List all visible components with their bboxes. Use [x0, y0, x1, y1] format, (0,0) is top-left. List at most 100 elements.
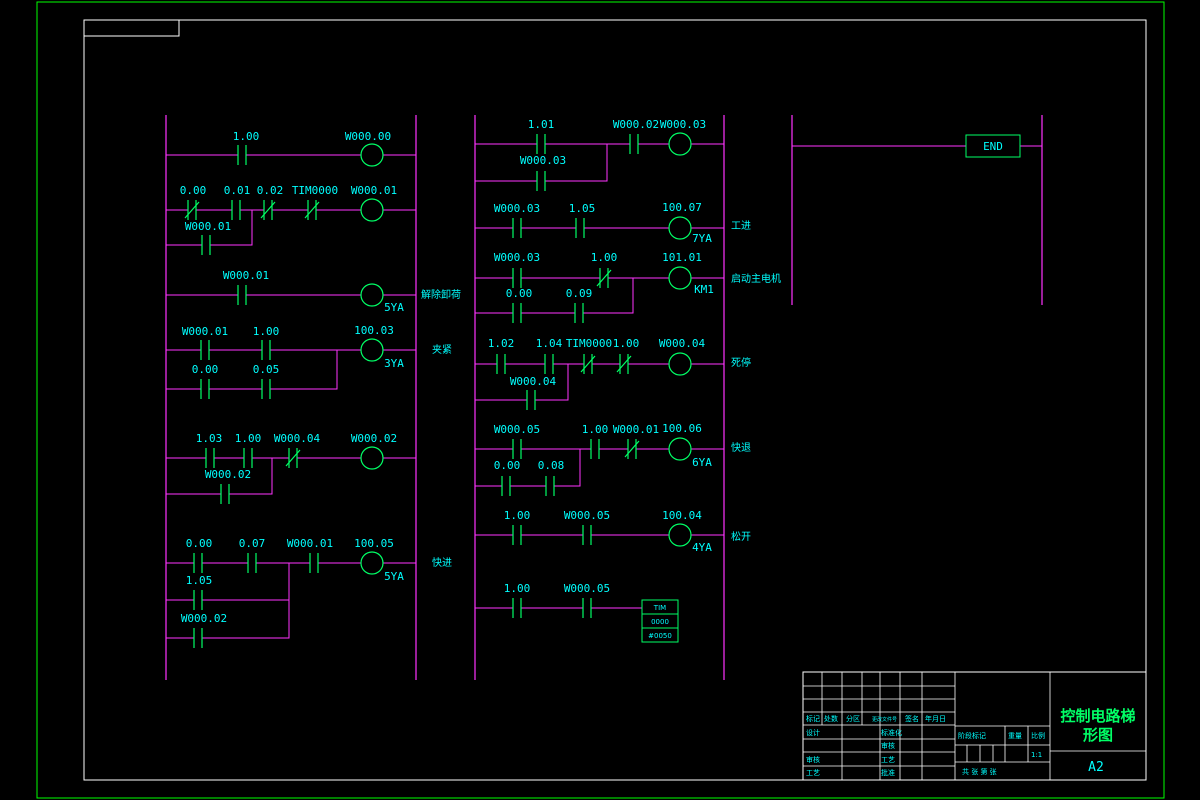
- outer-frame: [36, 1, 1165, 799]
- label-m2-c2: 1.05: [569, 202, 596, 215]
- output-coil: [668, 352, 692, 376]
- nc-contact: [580, 354, 596, 374]
- label-r4-coil2: 3YA: [384, 357, 404, 370]
- label-r2-c2: 0.01: [224, 184, 251, 197]
- tb-signature: 签名: [905, 714, 919, 723]
- label-r4-coil: 100.03: [354, 324, 394, 337]
- label-r5-b1: W000.02: [205, 468, 251, 481]
- label-m5-b1: 0.00: [494, 459, 521, 472]
- no-contact: [201, 235, 211, 255]
- tb-scale-value: 1:1: [1031, 751, 1042, 759]
- label-m4-b1: W000.04: [510, 375, 557, 388]
- tb-date: 年月日: [925, 714, 946, 723]
- no-contact: [496, 354, 506, 374]
- no-contact: [261, 340, 271, 360]
- inner-frame: [83, 19, 1147, 781]
- drawing-title-line2: 形图: [1083, 726, 1113, 744]
- no-contact: [590, 439, 600, 459]
- label-m7-c2: W000.05: [564, 582, 610, 595]
- label-r2-c1: 0.00: [180, 184, 207, 197]
- output-coil: [360, 551, 384, 575]
- label-m1-c1: 1.01: [528, 118, 555, 131]
- no-contact: [545, 476, 555, 496]
- label-m4-c2: 1.04: [536, 337, 563, 350]
- note-work-feed: 工进: [731, 220, 751, 232]
- label-m3-c1: W000.03: [494, 251, 540, 264]
- label-m3-b2: 0.09: [566, 287, 593, 300]
- nc-contact: [304, 200, 320, 220]
- note-dead-stop: 死停: [731, 356, 751, 369]
- drawing-title-line1: 控制电路梯: [1060, 707, 1135, 725]
- no-contact: [512, 439, 522, 459]
- label-r1-coil: W000.00: [345, 130, 391, 143]
- no-contact: [193, 553, 203, 573]
- output-coil: [360, 143, 384, 167]
- label-m5-coil2: 6YA: [692, 456, 712, 469]
- timer-number: 0000: [651, 618, 669, 626]
- label-r3-c1: W000.01: [223, 269, 269, 282]
- timer-type: TIM: [653, 604, 666, 612]
- note-fast-forward: 快进: [432, 557, 452, 569]
- no-contact: [237, 285, 247, 305]
- no-contact: [231, 200, 241, 220]
- label-r5-c3: W000.04: [274, 432, 321, 445]
- label-r1-c1: 1.00: [233, 130, 260, 143]
- no-contact: [261, 379, 271, 399]
- power-rails: [165, 115, 1043, 680]
- label-r6-b1: 1.05: [186, 574, 213, 587]
- end-label: END: [983, 140, 1003, 153]
- label-r3-coil: 5YA: [384, 301, 404, 314]
- no-contact: [574, 303, 584, 323]
- nc-contact: [616, 354, 632, 374]
- output-coil: [360, 338, 384, 362]
- no-contact: [582, 598, 592, 618]
- label-m6-c2: W000.05: [564, 509, 610, 522]
- no-contact: [200, 340, 210, 360]
- nc-contact: [596, 268, 612, 288]
- no-contact: [512, 218, 522, 238]
- no-contact: [501, 476, 511, 496]
- label-r2-coil: W000.01: [351, 184, 397, 197]
- output-coil: [360, 198, 384, 222]
- timer-block: TIM 0000 #0050: [641, 599, 679, 643]
- label-m3-coil2: KM1: [694, 283, 714, 296]
- output-coil: [668, 266, 692, 290]
- tb-reviewer: 审核: [881, 741, 895, 750]
- label-r4-c1: W000.01: [182, 325, 228, 338]
- no-contact: [220, 484, 230, 504]
- no-contact: [243, 448, 253, 468]
- label-r5-c2: 1.00: [235, 432, 262, 445]
- label-m2-c1: W000.03: [494, 202, 540, 215]
- label-r4-b2: 0.05: [253, 363, 280, 376]
- sheet-size: A2: [1088, 760, 1104, 775]
- label-m5-c3: W000.01: [613, 423, 659, 436]
- label-r5-coil: W000.02: [351, 432, 397, 445]
- label-m4-coil: W000.04: [659, 337, 706, 350]
- corner-box: [83, 19, 180, 37]
- no-contact: [512, 303, 522, 323]
- nc-contact: [285, 448, 301, 468]
- timer-setting: #0050: [648, 632, 672, 640]
- label-m3-coil: 101.01: [662, 251, 702, 264]
- label-m2-coil: 100.07: [662, 201, 702, 214]
- label-r5-c1: 1.03: [196, 432, 223, 445]
- no-contact: [309, 553, 319, 573]
- note-fast-return: 快退: [731, 442, 751, 454]
- no-contact: [247, 553, 257, 573]
- no-contact: [629, 134, 639, 154]
- note-release-clamp: 解除卸荷: [421, 288, 461, 301]
- output-coil: [668, 132, 692, 156]
- label-m4-c4: 1.00: [613, 337, 640, 350]
- label-r6-c2: 0.07: [239, 537, 266, 550]
- tb-design: 设计: [806, 728, 820, 737]
- label-m5-coil: 100.06: [662, 422, 702, 435]
- nc-contact: [260, 200, 276, 220]
- no-contact: [526, 390, 536, 410]
- tb-scale: 比例: [1031, 731, 1045, 740]
- label-m1-b1: W000.03: [520, 154, 566, 167]
- no-contact: [536, 134, 546, 154]
- no-contact: [512, 268, 522, 288]
- output-coil: [360, 446, 384, 470]
- label-m6-coil: 100.04: [662, 509, 702, 522]
